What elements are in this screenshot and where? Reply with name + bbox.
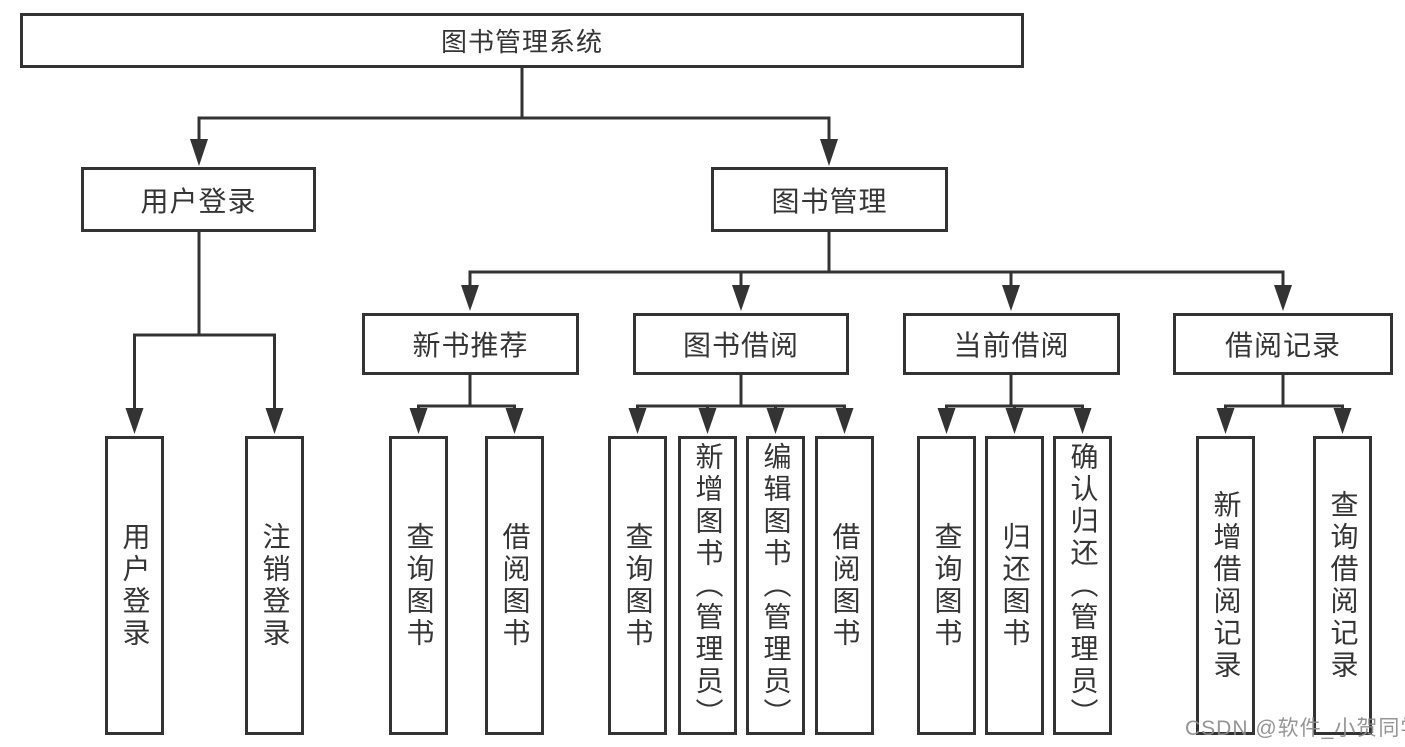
leaf-newbook-query-books: 查询图书 — [389, 436, 448, 735]
node-label: 确认归还（管理员） — [1067, 441, 1099, 730]
node-label: 归还图书 — [999, 521, 1031, 650]
connector-book-management-to-level3 — [461, 232, 1292, 311]
leaf-current-return-books: 归还图书 — [985, 436, 1044, 735]
leaf-records-add-borrow-record: 新增借阅记录 — [1196, 436, 1255, 735]
arrowhead — [937, 408, 956, 434]
arrowhead — [628, 408, 647, 434]
node-label: 查询图书 — [403, 521, 435, 650]
arrowhead — [461, 285, 479, 311]
node-label: 当前借阅 — [953, 330, 1070, 361]
node-label: 编辑图书（管理员） — [760, 441, 792, 730]
arrowhead — [835, 408, 854, 434]
leaf-records-query-borrow-record: 查询借阅记录 — [1313, 436, 1372, 735]
node-label: 新增借阅记录 — [1210, 489, 1242, 682]
node-label: 查询借阅记录 — [1327, 489, 1359, 682]
node-label: 图书管理 — [771, 185, 888, 217]
arrowhead — [1073, 408, 1092, 434]
connector-book-borrow-to-leaves — [628, 375, 854, 434]
arrowhead — [265, 408, 284, 434]
node-label: 借阅记录 — [1224, 330, 1341, 361]
arrowhead — [820, 139, 838, 166]
arrowhead — [1005, 408, 1024, 434]
node-label: 图书借阅 — [682, 330, 799, 361]
arrowhead — [409, 408, 428, 434]
arrowhead — [505, 408, 524, 434]
leaf-borrow-borrow-books: 借阅图书 — [815, 436, 874, 735]
leaf-logout: 注销登录 — [245, 436, 304, 735]
arrowhead — [1216, 408, 1235, 434]
leaf-current-confirm-return-admin: 确认归还（管理员） — [1053, 436, 1112, 735]
node-label: 查询图书 — [622, 521, 654, 650]
connector-borrow-records-to-leaves — [1216, 375, 1352, 434]
connector-current-borrow-to-leaves — [937, 375, 1092, 434]
leaf-borrow-query-books: 查询图书 — [608, 436, 667, 735]
csdn-watermark: CSDN @软件_小贺同学 — [1185, 717, 1405, 740]
node-new-book-recommend: 新书推荐 — [362, 313, 579, 375]
node-label: 图书管理系统 — [440, 27, 603, 57]
arrowhead — [190, 139, 208, 166]
node-book-management: 图书管理 — [711, 167, 948, 232]
leaf-borrow-add-books-admin: 新增图书（管理员） — [678, 436, 737, 735]
arrowhead — [125, 408, 144, 434]
connector-user-login-to-leaves — [125, 232, 284, 434]
node-borrow-records: 借阅记录 — [1173, 313, 1393, 375]
node-book-borrow: 图书借阅 — [633, 313, 849, 375]
node-label: 注销登录 — [259, 521, 291, 650]
arrowhead — [766, 408, 785, 434]
leaf-borrow-edit-books-admin: 编辑图书（管理员） — [746, 436, 805, 735]
arrowhead — [732, 285, 750, 311]
node-label: 借阅图书 — [829, 521, 861, 650]
arrowhead — [1002, 285, 1020, 311]
node-label: 新增图书（管理员） — [692, 441, 724, 730]
arrowhead — [1274, 285, 1292, 311]
node-current-borrow: 当前借阅 — [903, 313, 1120, 375]
connector-root-to-level2 — [190, 68, 838, 166]
node-user-login: 用户登录 — [81, 167, 316, 232]
node-label: 借阅图书 — [499, 521, 531, 650]
node-label: 用户登录 — [140, 185, 257, 217]
leaf-newbook-borrow-books: 借阅图书 — [485, 436, 544, 735]
node-label: 用户登录 — [119, 521, 151, 650]
node-library-management-system: 图书管理系统 — [20, 13, 1024, 68]
leaf-user-login: 用户登录 — [105, 436, 164, 735]
arrowhead — [1333, 408, 1352, 434]
leaf-current-query-books: 查询图书 — [917, 436, 976, 735]
node-label: 新书推荐 — [412, 330, 529, 361]
arrowhead — [698, 408, 717, 434]
connector-new-book-to-leaves — [409, 375, 524, 434]
node-label: 查询图书 — [931, 521, 963, 650]
